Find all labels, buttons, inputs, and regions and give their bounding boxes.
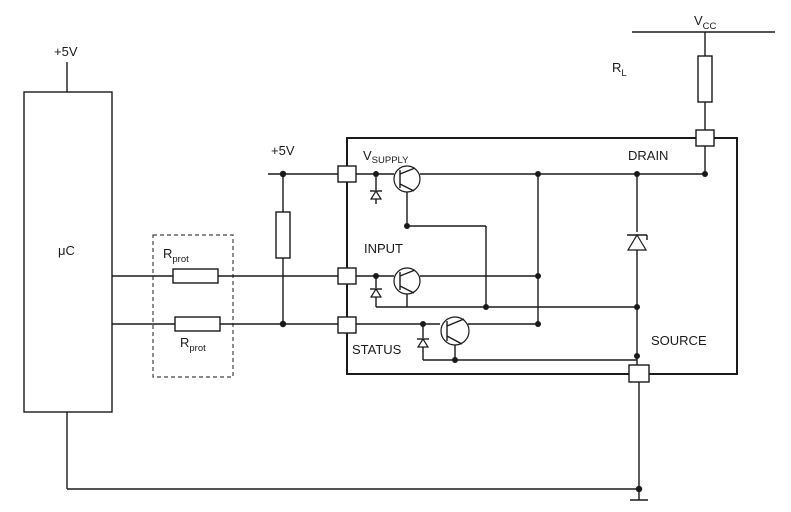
source-pin [628,364,650,383]
microcontroller-box [23,91,113,413]
status-pin [337,316,357,334]
status-transistor-collector [446,318,465,327]
protection-box [152,234,234,378]
uc-supply-label: +5V [54,44,78,59]
microcontroller-label: μC [58,243,75,258]
rprot-bottom-resistor [174,316,221,332]
vsupply-transistor-emitter [399,183,415,192]
clamp-zener-diode [626,233,648,251]
vcc-label: VCC [694,13,717,32]
input-transistor-collector [399,269,416,277]
device-package [346,137,738,375]
pullup-resistor [275,211,291,259]
rprot-top-resistor [172,268,219,284]
vsupply-zener-diode [369,189,383,200]
load-resistor [697,55,713,103]
input-zener-diode [369,287,383,298]
rl-label: RL [612,60,627,79]
source-label: SOURCE [651,333,707,348]
rprot-top-label: Rprot [163,246,189,265]
drain-pin [695,129,715,147]
input-transistor-emitter [399,285,415,294]
input-label: INPUT [364,241,403,256]
input-pin [337,267,357,285]
rprot-bottom-label: Rprot [180,335,206,354]
drain-junction [702,171,708,177]
status-label: STATUS [352,342,402,357]
vsupply-label: VSUPPLY [363,148,409,166]
drain-label: DRAIN [628,148,668,163]
status-zener-diode [416,337,430,348]
pullup-junction [279,320,287,328]
status-transistor-emitter [446,335,463,345]
vsupply-transistor-collector [399,167,416,175]
supply-label: +5V [271,143,295,158]
vsupply-pin [337,165,357,183]
